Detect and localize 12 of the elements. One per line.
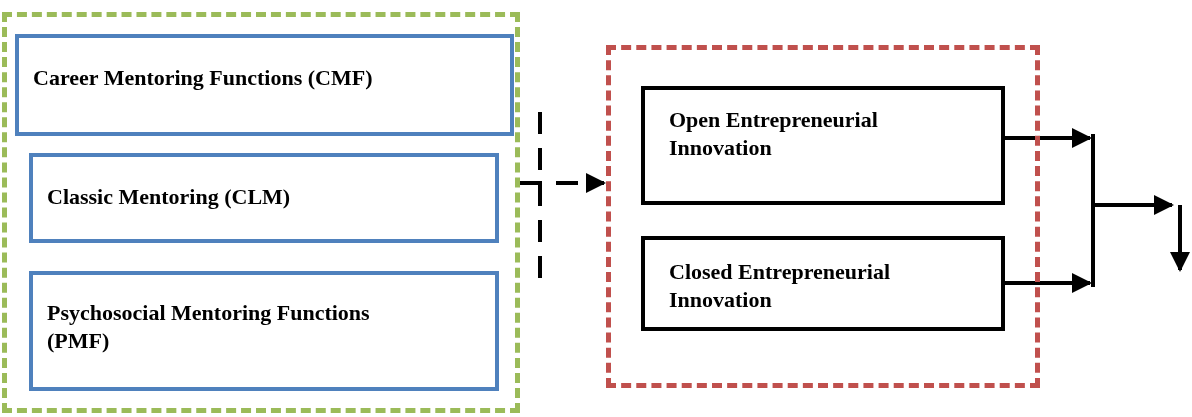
text-box: [641, 236, 1005, 331]
box-label: Career Mentoring Functions (CMF): [33, 64, 374, 92]
box-label: Psychosocial Mentoring Functions (PMF): [47, 299, 371, 355]
text-box: [641, 86, 1005, 205]
box-label: Closed Entrepreneurial Innovation: [669, 258, 892, 314]
text-box: [29, 271, 499, 391]
text-box: [29, 153, 499, 243]
text-box: [15, 34, 514, 136]
box-label: Open Entrepreneurial Innovation: [669, 106, 879, 162]
dashed-group-box: [606, 45, 1040, 388]
dashed-group-box: [2, 12, 520, 413]
box-label: Classic Mentoring (CLM): [47, 183, 292, 211]
